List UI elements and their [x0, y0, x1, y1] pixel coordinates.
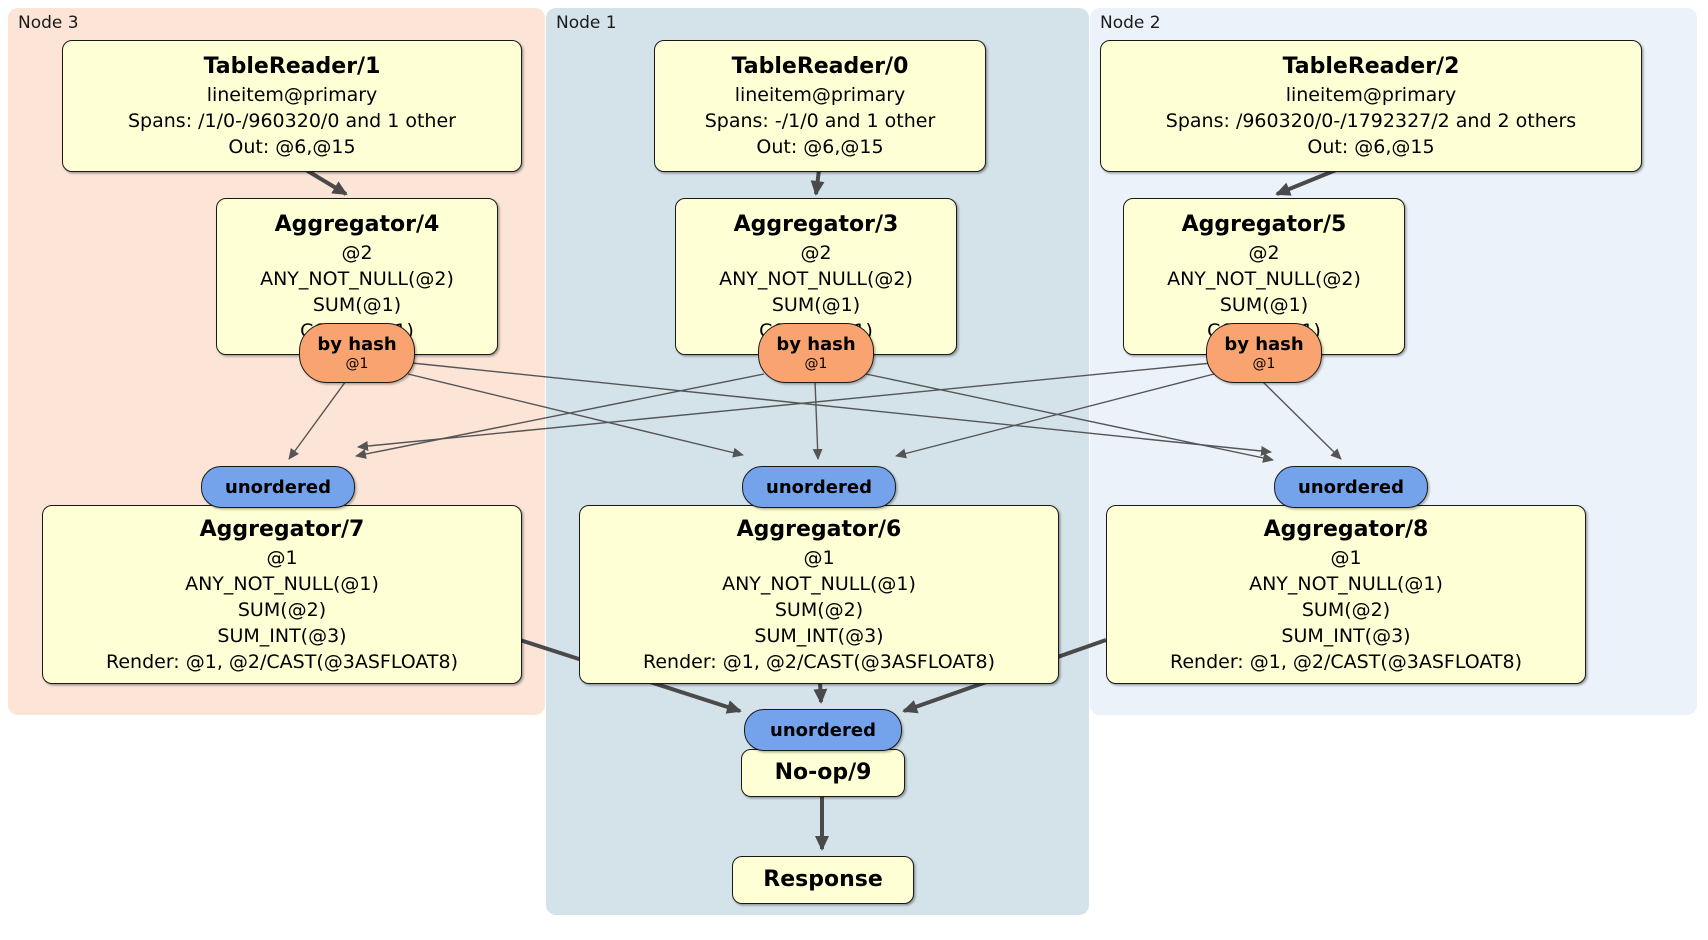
processor-title: Aggregator/8 — [1263, 516, 1429, 542]
processor-tablereader-1: TableReader/1 lineitem@primary Spans: /1… — [62, 40, 522, 172]
processor-detail: SUM(@1) — [771, 293, 861, 316]
sync-unordered-right: unordered — [1274, 466, 1428, 508]
processor-detail: @2 — [341, 241, 373, 264]
processor-detail: SUM_INT(@3) — [217, 624, 347, 647]
processor-detail: SUM(@1) — [312, 293, 402, 316]
processor-detail: SUM(@1) — [1219, 293, 1309, 316]
edge-byhash5-unordered-mid — [895, 373, 1215, 459]
router-label: by hash — [1224, 334, 1304, 355]
processor-response: Response — [732, 856, 914, 904]
processor-detail: Render: @1, @2/CAST(@3ASFLOAT8) — [1170, 650, 1522, 673]
processor-title: Aggregator/7 — [199, 516, 365, 542]
router-by-hash-3: by hash @1 — [758, 323, 874, 383]
processor-title: No-op/9 — [774, 760, 872, 785]
edge-byhash5-unordered-left — [357, 362, 1213, 451]
edge-byhash4-unordered-mid — [407, 373, 744, 458]
router-label: by hash — [776, 334, 856, 355]
processor-detail: @2 — [800, 241, 832, 264]
processor-detail: Spans: /1/0-/960320/0 and 1 other — [128, 110, 456, 132]
processor-detail: lineitem@primary — [734, 84, 906, 106]
sync-label: unordered — [766, 476, 872, 498]
processor-detail: ANY_NOT_NULL(@2) — [260, 267, 454, 290]
edge-aggregator6-sync — [813, 681, 828, 704]
processor-title: Aggregator/4 — [274, 211, 440, 237]
region-label: Node 2 — [1100, 13, 1161, 33]
processor-detail: lineitem@primary — [206, 84, 378, 106]
edge-tablereader0-aggregator3 — [810, 169, 825, 196]
processor-detail: ANY_NOT_NULL(@1) — [722, 572, 916, 595]
region-label: Node 1 — [556, 13, 617, 33]
router-detail: @1 — [345, 356, 369, 372]
router-label: by hash — [317, 334, 397, 355]
processor-tablereader-0: TableReader/0 lineitem@primary Spans: -/… — [654, 40, 986, 172]
sync-unordered-bottom: unordered — [744, 709, 902, 751]
processor-detail: SUM(@2) — [774, 598, 864, 621]
processor-detail: ANY_NOT_NULL(@1) — [185, 572, 379, 595]
processor-detail: SUM_INT(@3) — [1281, 624, 1411, 647]
processor-title: Response — [763, 867, 883, 892]
processor-detail: @1 — [1330, 546, 1362, 569]
router-by-hash-4: by hash @1 — [299, 323, 415, 383]
sync-label: unordered — [1298, 476, 1404, 498]
edge-tablereader1-aggregator4 — [304, 168, 348, 196]
processor-title: Aggregator/6 — [736, 516, 902, 542]
processor-detail: ANY_NOT_NULL(@1) — [1249, 572, 1443, 595]
processor-aggregator-7: Aggregator/7 @1 ANY_NOT_NULL(@1) SUM(@2)… — [42, 505, 522, 684]
processor-aggregator-8: Aggregator/8 @1 ANY_NOT_NULL(@1) SUM(@2)… — [1106, 505, 1586, 684]
processor-title: TableReader/1 — [203, 54, 381, 79]
processor-detail: @1 — [803, 546, 835, 569]
edge-byhash3-unordered-mid — [812, 380, 823, 460]
processor-detail: ANY_NOT_NULL(@2) — [1167, 267, 1361, 290]
processor-title: Aggregator/3 — [733, 211, 899, 237]
edge-tablereader2-aggregator5 — [1275, 168, 1337, 196]
processor-aggregator-6: Aggregator/6 @1 ANY_NOT_NULL(@1) SUM(@2)… — [579, 505, 1059, 684]
processor-detail: Spans: /960320/0-/1792327/2 and 2 others — [1165, 110, 1577, 132]
processor-detail: ANY_NOT_NULL(@2) — [719, 267, 913, 290]
sync-unordered-mid: unordered — [742, 466, 896, 508]
processor-title: TableReader/2 — [1282, 54, 1460, 79]
processor-title: TableReader/0 — [731, 54, 909, 79]
router-detail: @1 — [804, 356, 828, 372]
processor-noop-9: No-op/9 — [741, 749, 905, 797]
processor-detail: SUM_INT(@3) — [754, 624, 884, 647]
processor-detail: Render: @1, @2/CAST(@3ASFLOAT8) — [106, 650, 458, 673]
edge-byhash4-unordered-right — [411, 362, 1272, 456]
edge-byhash3-unordered-left — [355, 373, 765, 459]
sync-label: unordered — [225, 476, 331, 498]
edge-byhash3-unordered-right — [865, 373, 1274, 463]
router-by-hash-5: by hash @1 — [1206, 323, 1322, 383]
processor-detail: @2 — [1248, 241, 1280, 264]
processor-detail: Out: @6,@15 — [756, 136, 884, 158]
processor-aggregator-4: Aggregator/4 @2 ANY_NOT_NULL(@2) SUM(@1)… — [216, 198, 498, 355]
processor-tablereader-2: TableReader/2 lineitem@primary Spans: /9… — [1100, 40, 1642, 172]
processor-detail: @1 — [266, 546, 298, 569]
edge-byhash4-unordered-left — [288, 380, 347, 460]
processor-detail: Out: @6,@15 — [228, 136, 356, 158]
router-detail: @1 — [1252, 356, 1276, 372]
processor-detail: Out: @6,@15 — [1307, 136, 1435, 158]
region-label: Node 3 — [18, 13, 79, 33]
processor-detail: SUM(@2) — [1301, 598, 1391, 621]
processor-detail: Spans: -/1/0 and 1 other — [704, 110, 936, 132]
sync-label: unordered — [770, 719, 876, 741]
processor-title: Aggregator/5 — [1181, 211, 1347, 237]
processor-detail: SUM(@2) — [237, 598, 327, 621]
edge-byhash5-unordered-right — [1261, 380, 1342, 460]
sync-unordered-left: unordered — [201, 466, 355, 508]
processor-detail: Render: @1, @2/CAST(@3ASFLOAT8) — [643, 650, 995, 673]
processor-detail: lineitem@primary — [1285, 84, 1457, 106]
